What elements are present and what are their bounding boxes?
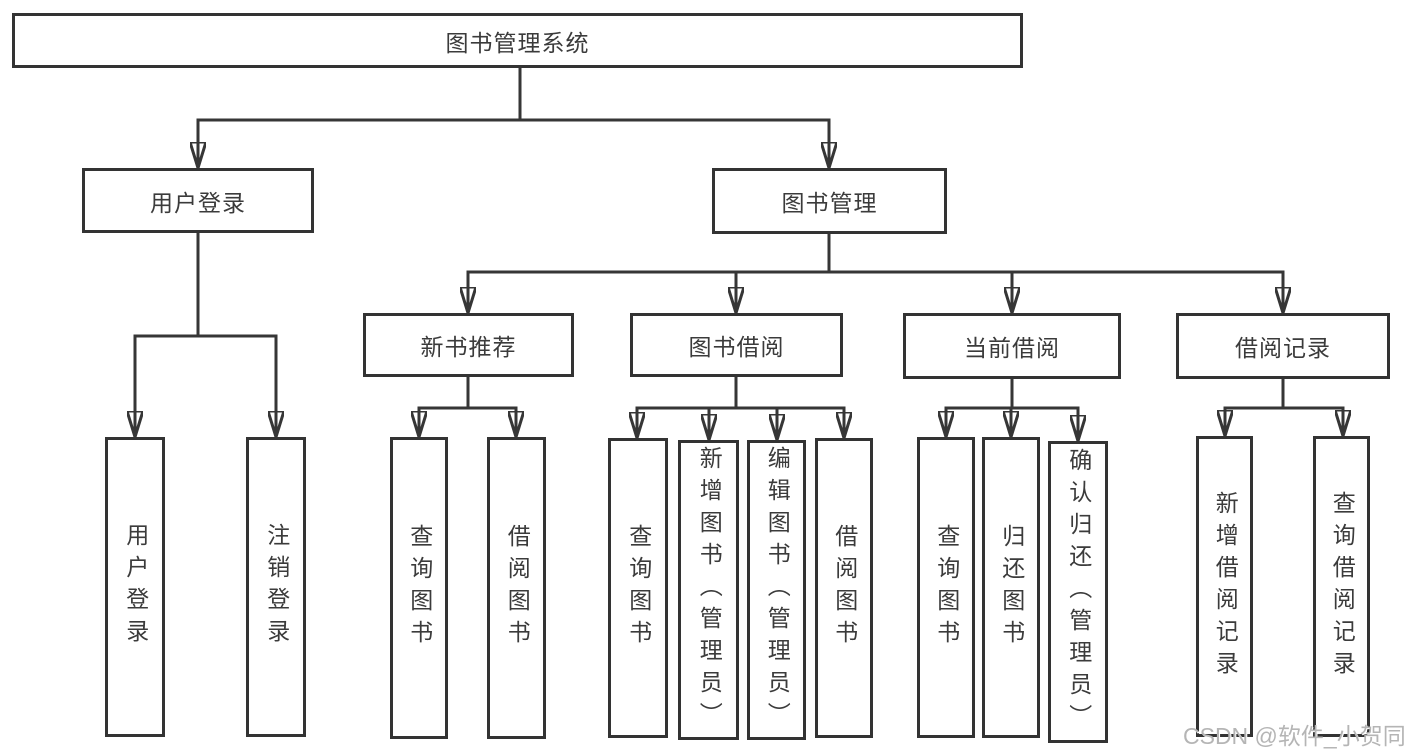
leaf-query-books-borrowing-label: 查询图书 [625, 524, 652, 652]
leaf-borrow-books-recommend-label: 借阅图书 [504, 524, 531, 652]
leaf-query-books-current-label: 查询图书 [933, 523, 960, 652]
leaf-add-book-admin-label: 新增图书（管理员） [696, 446, 723, 734]
leaf-query-books-current: 查询图书 [917, 437, 975, 738]
leaf-logout-login-label: 注销登录 [263, 523, 290, 651]
leaf-borrow-books-borrowing-label: 借阅图书 [831, 524, 858, 652]
node-book-management: 图书管理 [712, 168, 947, 234]
node-book-borrowing: 图书借阅 [630, 313, 843, 377]
leaf-query-books-borrowing: 查询图书 [608, 438, 668, 738]
leaf-logout-login: 注销登录 [246, 437, 306, 737]
node-user-login: 用户登录 [82, 168, 314, 233]
node-new-book-recommendation: 新书推荐 [363, 313, 574, 377]
leaf-edit-book-admin: 编辑图书（管理员） [747, 440, 806, 740]
leaf-edit-book-admin-label: 编辑图书（管理员） [764, 446, 791, 734]
leaf-user-login: 用户登录 [105, 437, 165, 737]
leaf-borrow-books-borrowing: 借阅图书 [815, 438, 873, 738]
leaf-add-borrow-record: 新增借阅记录 [1196, 436, 1253, 737]
node-current-borrowing: 当前借阅 [903, 313, 1121, 379]
leaf-query-borrow-record-label: 查询借阅记录 [1329, 490, 1356, 683]
leaf-query-books-recommend: 查询图书 [390, 437, 448, 739]
leaf-query-borrow-record: 查询借阅记录 [1313, 436, 1370, 737]
leaf-borrow-books-recommend: 借阅图书 [487, 437, 546, 739]
leaf-return-books-label: 归还图书 [998, 523, 1025, 652]
leaf-query-books-recommend-label: 查询图书 [406, 524, 433, 652]
leaf-confirm-return-admin-label: 确认归还（管理员） [1065, 448, 1092, 736]
leaf-return-books: 归还图书 [982, 437, 1040, 738]
leaf-confirm-return-admin: 确认归还（管理员） [1048, 441, 1108, 743]
leaf-add-borrow-record-label: 新增借阅记录 [1212, 490, 1239, 683]
node-borrowing-records: 借阅记录 [1176, 313, 1390, 379]
leaf-add-book-admin: 新增图书（管理员） [678, 440, 739, 740]
node-library-management-system: 图书管理系统 [12, 13, 1023, 68]
csdn-watermark: CSDN @软件_小贺同学 [1183, 723, 1405, 749]
leaf-user-login-label: 用户登录 [122, 523, 149, 651]
